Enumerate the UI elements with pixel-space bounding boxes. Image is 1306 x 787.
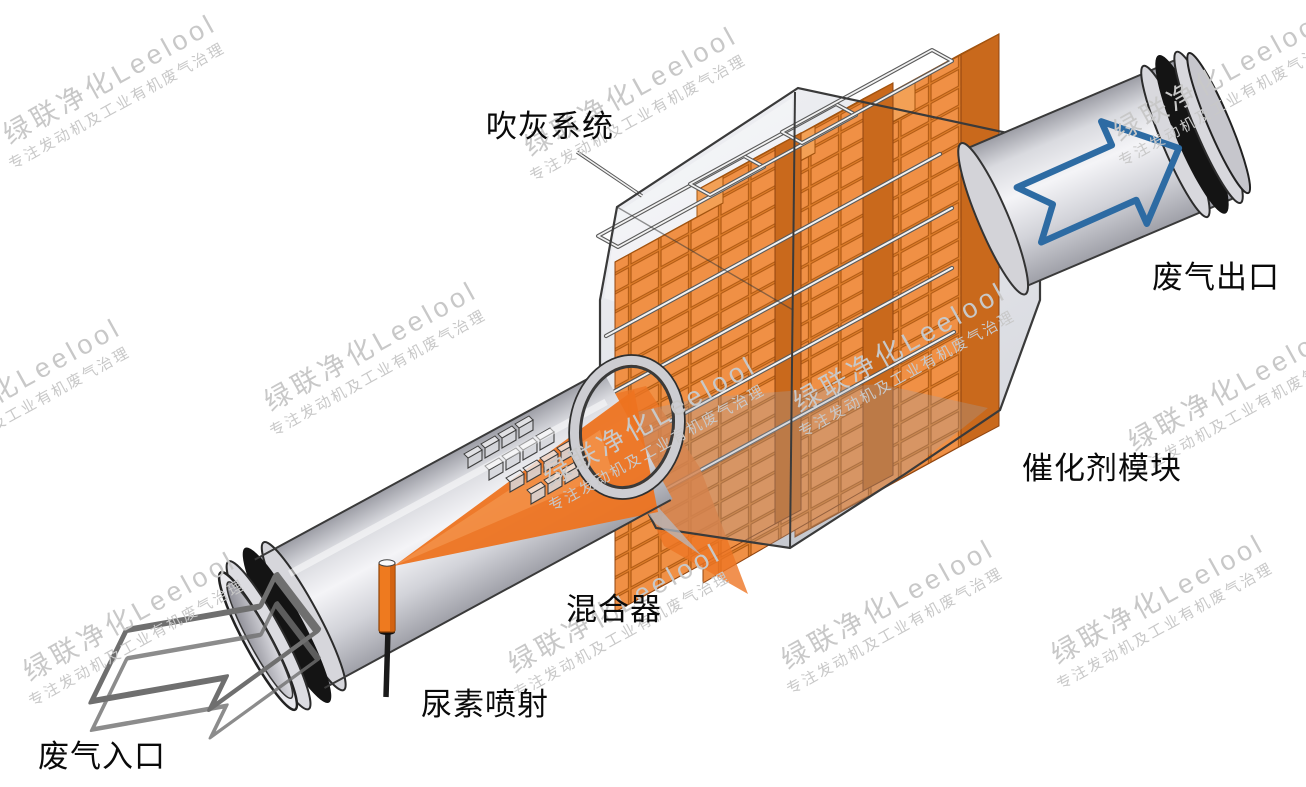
soot-label-pointer-line [576, 150, 643, 198]
outlet-flow-arrow [1013, 118, 1183, 246]
outlet-flange [1140, 50, 1252, 219]
injector-stem [383, 629, 391, 698]
outlet-pipe [957, 50, 1252, 296]
inlet-pipe-edges [254, 370, 672, 689]
urea-injector [378, 559, 396, 698]
inlet-flow-arrow [88, 571, 322, 740]
housing-inlet-ring [568, 354, 686, 500]
outlet-junction-ring [957, 142, 1030, 296]
housing-floor-shadow [600, 384, 988, 548]
